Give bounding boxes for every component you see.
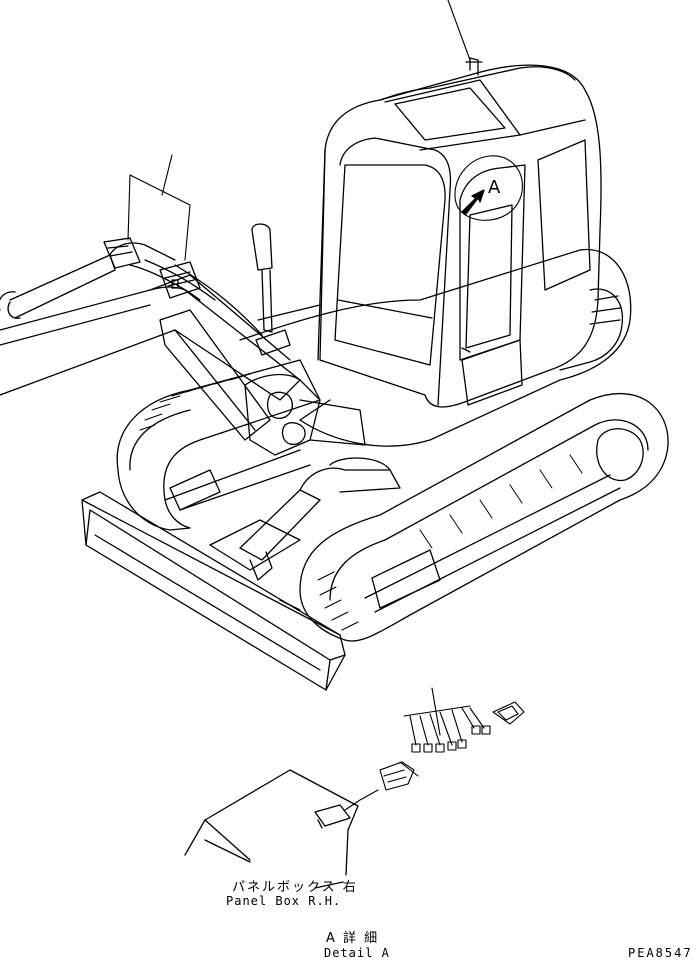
undercarriage [209,457,401,611]
excavator-drawing: A [0,0,669,691]
detail-callout-label: A [488,177,501,198]
mirror-stay [251,223,291,356]
panel-box-rh [184,769,359,889]
operator-cab [317,57,602,408]
panel-box-label-jp: パネルボックス 右 [232,880,358,895]
fuse-set [403,701,525,753]
dozer-blade [81,491,346,691]
left-track [116,359,321,531]
detail-title-en: Detail A [324,946,390,960]
drawing-number: PEA8547 [628,946,693,960]
panel-box-label-en: Panel Box R.H. [226,894,342,908]
upper-structure [239,248,632,447]
detail-a-drawing [184,687,525,889]
boom-and-arm [0,237,366,456]
detail-title-jp: A 詳 細 [326,931,380,946]
relay-connector [344,761,419,811]
right-track [299,393,669,642]
